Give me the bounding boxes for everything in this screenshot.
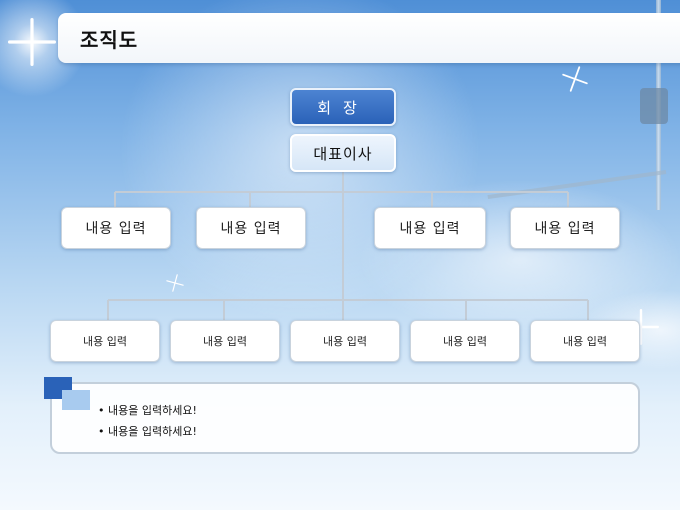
- street-lamp-icon: [640, 88, 668, 124]
- notes-accent-square-light: [62, 390, 90, 410]
- org-box-level1: 내용 입력: [196, 207, 306, 249]
- org-box-label: 내용 입력: [85, 221, 147, 237]
- org-box-label: 내용 입력: [83, 335, 127, 348]
- org-box-label: 대표이사: [313, 144, 373, 163]
- org-box-label: 회장: [317, 98, 369, 117]
- org-box-level1: 내용 입력: [510, 207, 620, 249]
- notes-list-item: 내용을 입력하세요!: [98, 421, 197, 442]
- org-box-ceo: 대표이사: [290, 134, 396, 172]
- org-box-label: 내용 입력: [534, 221, 596, 237]
- org-box-label: 내용 입력: [443, 335, 487, 348]
- org-box-level2: 내용 입력: [530, 320, 640, 362]
- org-box-level1: 내용 입력: [374, 207, 486, 249]
- org-box-label: 내용 입력: [203, 335, 247, 348]
- notes-panel: 내용을 입력하세요! 내용을 입력하세요!: [50, 382, 640, 454]
- title-bar: 조직도: [58, 13, 680, 63]
- org-box-level1: 내용 입력: [61, 207, 171, 249]
- notes-list-item: 내용을 입력하세요!: [98, 400, 197, 421]
- org-box-label: 내용 입력: [563, 335, 607, 348]
- org-box-chairman: 회장: [290, 88, 396, 126]
- org-box-level2: 내용 입력: [170, 320, 280, 362]
- slide-title: 조직도: [80, 28, 139, 52]
- org-box-label: 내용 입력: [220, 221, 282, 237]
- org-box-label: 내용 입력: [399, 221, 461, 237]
- org-box-level2: 내용 입력: [290, 320, 400, 362]
- org-box-level2: 내용 입력: [50, 320, 160, 362]
- org-box-label: 내용 입력: [323, 335, 367, 348]
- org-box-level2: 내용 입력: [410, 320, 520, 362]
- notes-list: 내용을 입력하세요! 내용을 입력하세요!: [98, 400, 197, 442]
